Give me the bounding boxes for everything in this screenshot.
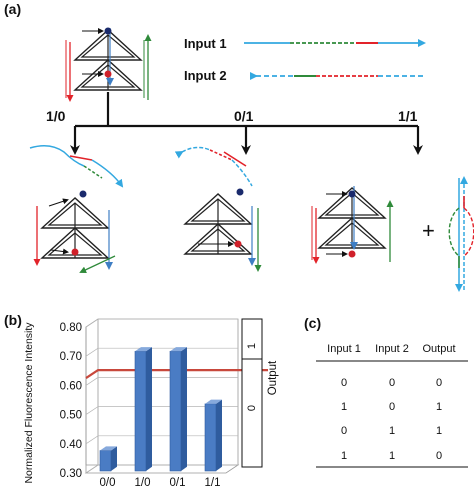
panel-b: (b) Normalized Fluorescence Intensity 0.… <box>4 312 279 489</box>
panel-b-label: (b) <box>4 312 22 328</box>
plus-sign: + <box>422 218 435 243</box>
result-structure-10 <box>33 190 116 274</box>
table-cell: 0 <box>341 425 347 437</box>
displaced-strand-10 <box>29 145 124 188</box>
gridline <box>85 464 238 474</box>
hybridized-duplex <box>448 176 474 292</box>
displaced-strand-01 <box>174 146 253 187</box>
y-tick-label: 0.60 <box>60 380 82 392</box>
table-header-input2: Input 2 <box>375 343 409 355</box>
table-cell: 0 <box>389 401 395 413</box>
y-tick-label: 0.80 <box>60 322 82 334</box>
table-cell: 1 <box>341 450 347 462</box>
table-cell: 1 <box>389 450 395 462</box>
table-cell: 0 <box>389 377 395 389</box>
bar-top <box>205 399 222 404</box>
table-header-input1: Input 1 <box>327 343 361 355</box>
branch-tree <box>70 92 423 155</box>
output-tick-0: 0 <box>246 405 258 411</box>
panel-a-label: (a) <box>4 1 21 17</box>
gridline <box>85 435 238 445</box>
bar-side <box>146 347 152 471</box>
table-cell: 0 <box>436 377 442 389</box>
x-tick-label: 0/0 <box>100 477 116 489</box>
bar-top <box>100 446 117 451</box>
table-cell: 0 <box>436 450 442 462</box>
x-tick-label: 1/0 <box>135 477 151 489</box>
bar <box>134 350 147 472</box>
bar <box>204 403 217 472</box>
gridline <box>85 347 238 357</box>
output-axis-label: Output <box>267 360 279 395</box>
table-cell: 1 <box>436 425 442 437</box>
panel-c: (c) Input 1 Input 2 Output 0 0 0 1 0 1 0… <box>304 315 468 468</box>
bar-side <box>111 446 117 471</box>
bar <box>169 350 182 472</box>
y-tick-label: 0.30 <box>60 468 82 480</box>
top-nanostructure <box>65 27 152 102</box>
x-tick-label: 1/1 <box>205 477 221 489</box>
bar-top <box>170 347 187 352</box>
x-tick-label: 0/1 <box>170 477 186 489</box>
branch-label-10: 1/0 <box>46 108 66 124</box>
panel-c-label: (c) <box>304 315 321 331</box>
gridline <box>85 377 238 386</box>
table-cell: 1 <box>341 401 347 413</box>
input-1-label: Input 1 <box>184 36 227 51</box>
table-cell: 0 <box>341 377 347 389</box>
result-structure-11 <box>311 186 394 264</box>
table-header-output: Output <box>422 343 455 355</box>
output-box <box>241 318 263 468</box>
y-tick-label: 0.70 <box>60 351 82 363</box>
output-tick-1: 1 <box>246 343 258 349</box>
bar <box>99 450 112 472</box>
branch-label-11: 1/1 <box>398 108 418 124</box>
gridline <box>85 318 238 328</box>
y-axis-label: Normalized Fluorescence Intensity <box>23 322 35 484</box>
y-tick-label: 0.40 <box>60 439 82 451</box>
branch-label-01: 0/1 <box>234 108 254 124</box>
table-cell: 1 <box>389 425 395 437</box>
threshold-line <box>85 369 268 380</box>
y-tick-label: 0.50 <box>60 410 82 422</box>
table-cell: 1 <box>436 401 442 413</box>
result-structure-01 <box>184 188 262 272</box>
bar-side <box>181 347 187 471</box>
gridline <box>85 406 238 415</box>
bar-side <box>216 399 222 471</box>
truth-table: Input 1 Input 2 Output 0 0 0 1 0 1 0 1 1… <box>316 343 468 468</box>
input-2-label: Input 2 <box>184 68 227 83</box>
bar-top <box>135 347 152 352</box>
panel-a: (a) Input 1 Input 2 <box>4 1 474 292</box>
